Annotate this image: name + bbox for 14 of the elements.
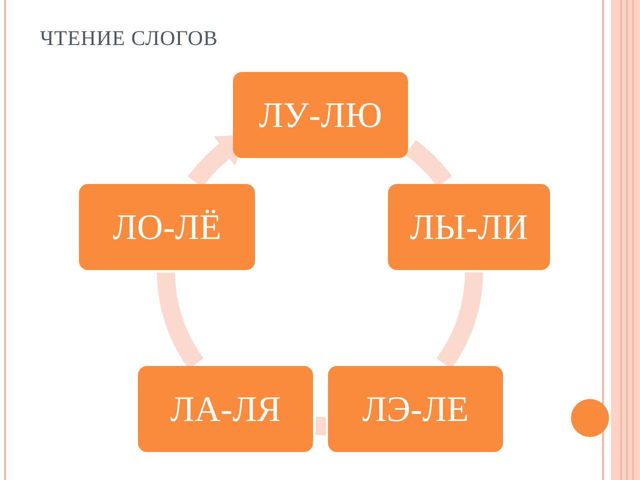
cycle-connector	[315, 416, 326, 435]
cycle-connector	[436, 272, 483, 368]
cycle-connector	[157, 272, 204, 368]
syllable-text: ЛА-ЛЯ	[170, 388, 281, 430]
syllable-text: ЛУ-ЛЮ	[258, 94, 382, 136]
syllable-text: ЛО-ЛЁ	[112, 206, 222, 248]
slide-title: ЧТЕНИЕ СЛОГОВ	[40, 26, 218, 51]
syllable-text: ЛЭ-ЛЕ	[362, 388, 469, 430]
syllable-box	[328, 366, 503, 452]
syllable-box	[138, 366, 313, 452]
syllable-box	[79, 184, 255, 270]
syllable-text: ЛЫ-ЛИ	[410, 206, 528, 248]
syllable-box	[388, 184, 550, 270]
syllable-box	[233, 72, 408, 158]
